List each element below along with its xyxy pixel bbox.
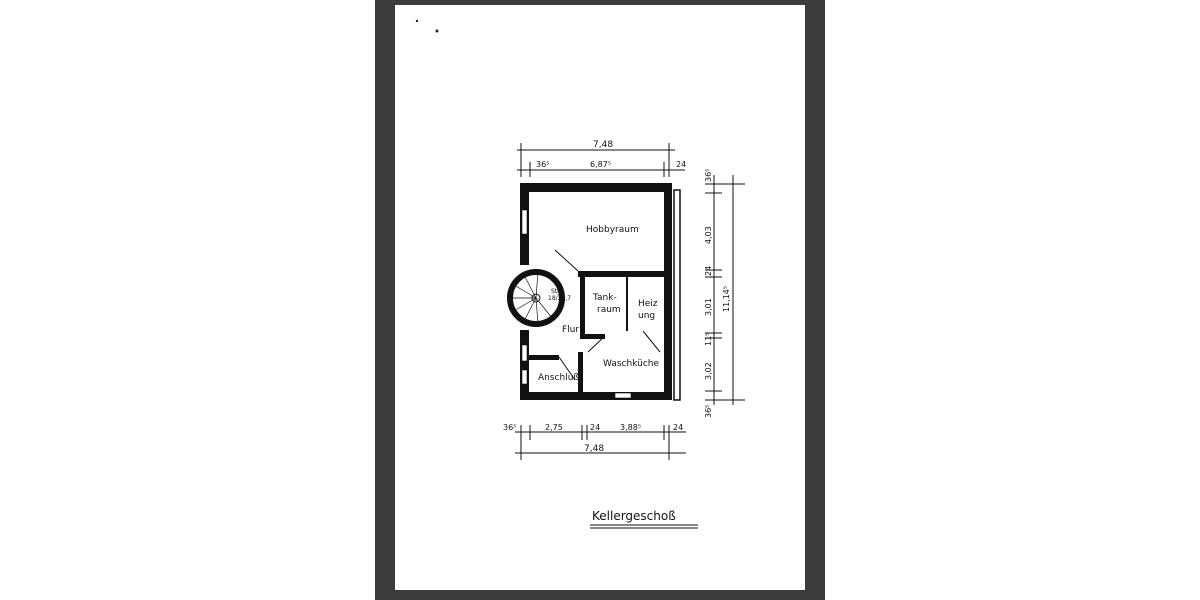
dim-right-wall-mid: 24 xyxy=(704,266,713,276)
room-tankraum-2: raum xyxy=(597,305,621,315)
room-waschkueche: Waschküche xyxy=(603,359,659,369)
dim-bottom-wasch: 3,88⁵ xyxy=(620,423,641,432)
room-tankraum-1: Tank- xyxy=(592,293,617,303)
dim-top-inner: 6,87⁵ xyxy=(590,160,611,169)
dim-right-wasch: 3,02 xyxy=(704,362,713,380)
paper-sheet xyxy=(395,5,805,590)
room-heizung-1: Heiz xyxy=(638,299,658,309)
top-dimensions: 7,48 36⁵ 6,87⁵ 24 xyxy=(517,140,686,177)
dim-right-tank: 3,01 xyxy=(704,298,713,316)
stair-label-1: Stg xyxy=(551,288,561,295)
room-hobbyraum: Hobbyraum xyxy=(586,225,639,235)
dim-bottom-anschluss: 2,75 xyxy=(545,423,563,432)
room-heizung-2: ung xyxy=(638,311,655,321)
walls xyxy=(520,183,681,401)
dim-bottom-wall-left: 36⁵ xyxy=(503,423,516,432)
right-dimensions: 36⁵ 4,03 24 3,01 11⁵ 3,02 36⁵ 11,14⁵ xyxy=(704,169,745,418)
dim-bottom-wall-right: 24 xyxy=(673,423,683,432)
dim-right-total: 11,14⁵ xyxy=(722,286,731,312)
dim-top-wall-left: 36⁵ xyxy=(536,160,549,169)
plan-title: Kellergeschoß xyxy=(592,509,676,523)
stair-label-2: 18/26,7 xyxy=(548,295,571,302)
dim-right-wall-top: 36⁵ xyxy=(704,169,713,182)
dim-bottom-wall-mid: 24 xyxy=(590,423,600,432)
dim-bottom-total: 7,48 xyxy=(584,444,604,454)
dim-right-wall-mid2: 11⁵ xyxy=(704,333,713,346)
spiral-staircase: Stg 18/26,7 xyxy=(507,269,571,327)
dim-right-wall-bottom: 36⁵ xyxy=(704,405,713,418)
dim-right-hobby: 4,03 xyxy=(704,226,713,244)
dim-top-wall-right: 24 xyxy=(676,160,686,169)
room-flur: Flur xyxy=(562,325,579,335)
dim-top-total: 7,48 xyxy=(593,140,613,150)
room-anschluss: Anschluß xyxy=(538,373,579,383)
bottom-dimensions: 36⁵ 2,75 24 3,88⁵ 24 7,48 xyxy=(503,423,686,460)
